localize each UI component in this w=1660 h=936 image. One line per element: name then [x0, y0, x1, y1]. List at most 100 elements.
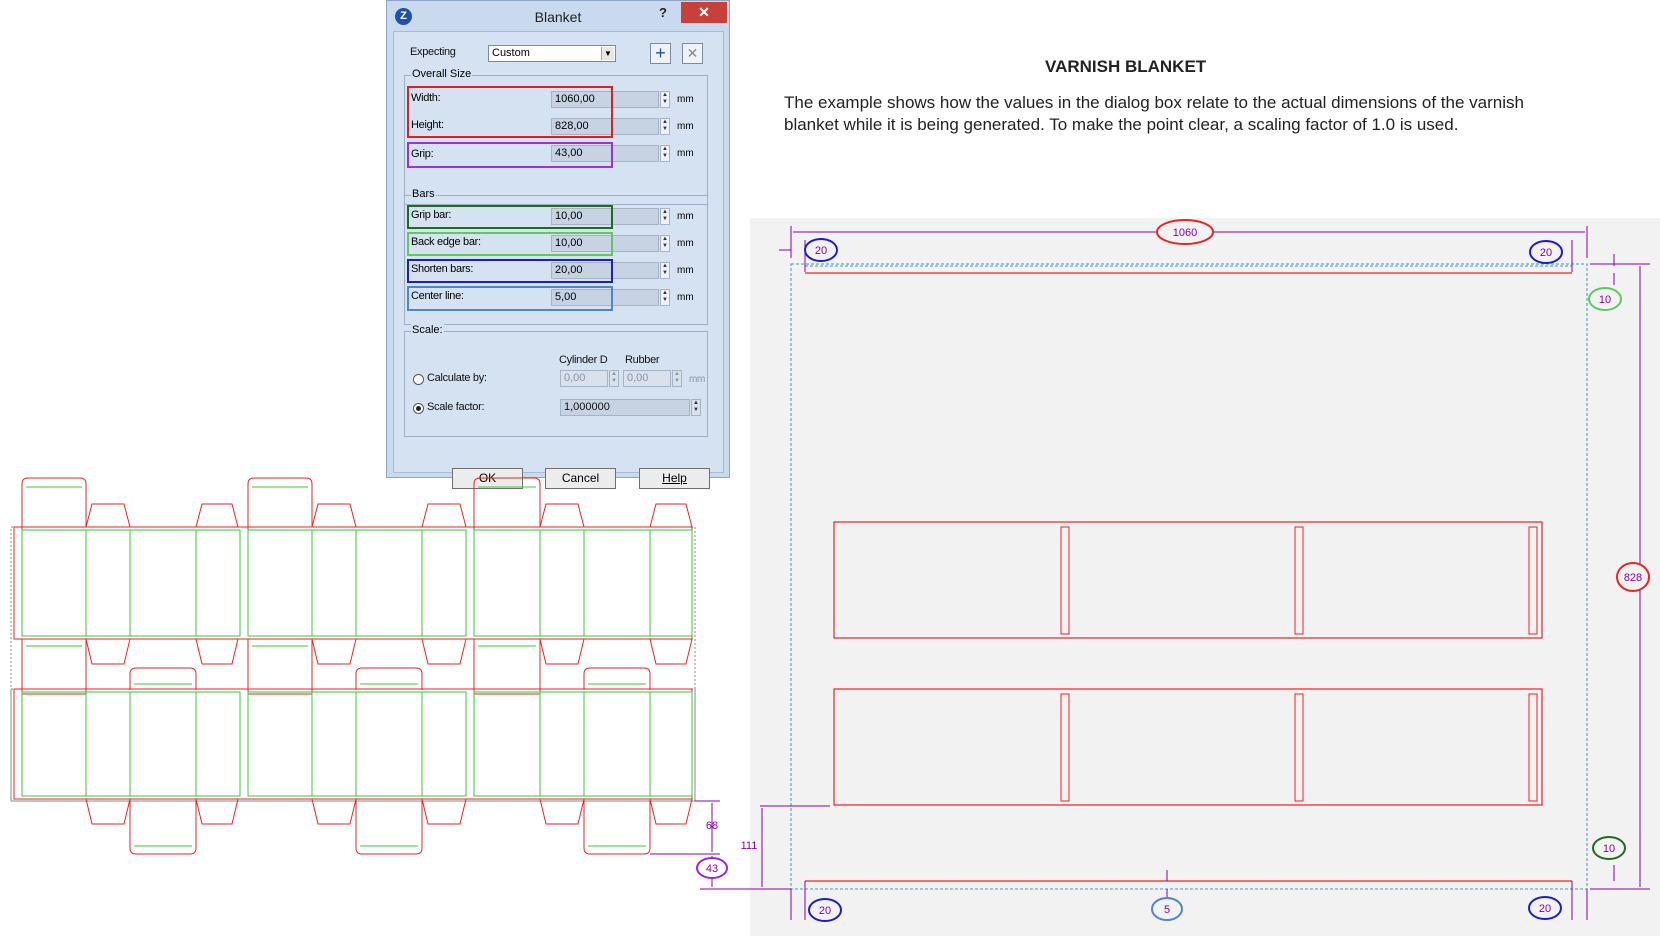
shorten-br-text: 20 [1539, 903, 1551, 915]
overall-size-group: Overall Size Width: 1060,00 ▲▼ mm Height… [404, 68, 708, 205]
center-line-unit: mm [677, 292, 694, 303]
grip-bar-label: Grip bar: [411, 209, 452, 221]
shorten-spinner[interactable]: ▲▼ [660, 262, 670, 279]
width-ellipse [1156, 219, 1214, 245]
grip-label: Grip: [411, 148, 434, 160]
dialog-titlebar[interactable]: Z Blanket ? ✕ [387, 1, 729, 31]
width-height-highlight [407, 86, 613, 138]
carton-flap [85, 798, 131, 825]
scale-factor-label: Scale factor: [427, 401, 485, 413]
height-row: Height: 828,00 ▲▼ mm [405, 117, 705, 135]
back-edge-label: Back edge bar: [411, 236, 481, 248]
blanket-outline [790, 263, 1588, 890]
carton-tab [247, 477, 313, 535]
carton-flap [195, 798, 239, 825]
width-unit: mm [677, 94, 694, 105]
help-button[interactable]: Help [639, 468, 710, 489]
app-icon: Z [395, 8, 412, 25]
carton-panel-1 [21, 529, 241, 637]
grip-bar-highlight [407, 205, 613, 229]
grip-ellipse [696, 857, 728, 879]
grip-input[interactable]: 43,00 [551, 145, 659, 162]
carton-row-2 [13, 688, 693, 800]
grip-bar-spinner[interactable]: ▲▼ [660, 208, 670, 225]
scale-factor-input[interactable]: 1,000000 [560, 399, 690, 416]
carton-flap [195, 638, 239, 665]
cylinder-spinner[interactable]: ▲▼ [609, 370, 619, 387]
height-label: Height: [411, 119, 444, 131]
grip-bar-input[interactable]: 10,00 [551, 208, 659, 225]
carton-flap [21, 639, 87, 695]
center-line-text: 5 [1164, 904, 1170, 916]
height-input[interactable]: 828,00 [551, 118, 659, 135]
back-edge-ellipse [1588, 287, 1622, 311]
dim-68-text: 68 [706, 820, 718, 832]
calculate-by-radio[interactable] [413, 374, 424, 385]
blanket-dialog: Z Blanket ? ✕ Expecting Custom ▼ + ✕ Ove… [386, 0, 730, 489]
rubber-spinner[interactable]: ▲▼ [672, 370, 682, 387]
scale-factor-radio[interactable] [413, 403, 424, 414]
shorten-bl-text: 20 [819, 905, 831, 917]
carton-tab [473, 477, 541, 535]
center-line-row: Center line: 5,00 ▲▼ mm [405, 288, 705, 306]
scale-factor-spinner[interactable]: ▲▼ [691, 399, 701, 416]
chevron-down-icon[interactable]: ▼ [601, 47, 614, 60]
close-button[interactable]: ✕ [681, 2, 727, 23]
shorten-row: Shorten bars: 20,00 ▲▼ mm [405, 261, 705, 279]
carton-tab [129, 667, 197, 690]
grip-bar-unit: mm [677, 211, 694, 222]
varnish-row-2 [833, 688, 1543, 806]
width-input[interactable]: 1060,00 [551, 91, 659, 108]
carton-flap [539, 798, 585, 825]
carton-flap [311, 798, 357, 825]
shorten-tl-text: 20 [815, 245, 827, 257]
dialog-client: Expecting Custom ▼ + ✕ Overall Size Widt… [393, 31, 724, 489]
blanket-canvas [750, 218, 1660, 936]
article-body: The example shows how the values in the … [784, 93, 1524, 134]
expecting-select[interactable]: Custom ▼ [488, 45, 616, 62]
grip-spinner[interactable]: ▲▼ [660, 145, 670, 162]
center-line-input[interactable]: 5,00 [551, 289, 659, 306]
shorten-highlight [407, 259, 613, 283]
delete-preset-button[interactable]: ✕ [682, 43, 703, 64]
carton-panel-3 [473, 529, 693, 637]
scale-title: Scale: [411, 324, 444, 336]
cylinder-input[interactable]: 0,00 [560, 370, 608, 387]
carton-panel-4 [21, 691, 241, 797]
grip-bar-text: 10 [1603, 843, 1615, 855]
sheet-outline-row-2 [10, 688, 696, 802]
back-edge-input[interactable]: 10,00 [551, 235, 659, 252]
shorten-input[interactable]: 20,00 [551, 262, 659, 279]
varnish-slot [1060, 526, 1070, 635]
carton-tab [21, 477, 87, 535]
shorten-tr-ellipse [1529, 240, 1563, 264]
carton-flap [539, 638, 585, 665]
grip-bar-ellipse [1592, 836, 1626, 860]
carton-tab [583, 667, 651, 690]
help-icon[interactable]: ? [659, 5, 667, 20]
carton-tab [355, 799, 423, 855]
center-line-label: Center line: [411, 290, 464, 302]
shorten-label: Shorten bars: [411, 263, 474, 275]
add-preset-button[interactable]: + [650, 43, 671, 64]
back-edge-highlight [407, 232, 613, 256]
height-spinner[interactable]: ▲▼ [660, 118, 670, 135]
carton-layout-drawing: 68 43 [10, 477, 730, 890]
shorten-bl-ellipse [808, 898, 842, 922]
carton-row-1 [13, 526, 693, 640]
center-line-spinner[interactable]: ▲▼ [660, 289, 670, 306]
cancel-button[interactable]: Cancel [545, 468, 616, 489]
rubber-input[interactable]: 0,00 [623, 370, 671, 387]
carton-flap [311, 503, 357, 528]
center-line-highlight [407, 286, 613, 311]
carton-flap [649, 798, 693, 825]
width-dim-text: 1060 [1173, 227, 1197, 239]
width-spinner[interactable]: ▲▼ [660, 91, 670, 108]
carton-flap [311, 638, 357, 665]
back-edge-spinner[interactable]: ▲▼ [660, 235, 670, 252]
carton-tab [129, 799, 197, 855]
grip-unit: mm [677, 148, 694, 159]
varnish-slot [1294, 526, 1304, 635]
calculate-by-label: Calculate by: [427, 372, 487, 384]
